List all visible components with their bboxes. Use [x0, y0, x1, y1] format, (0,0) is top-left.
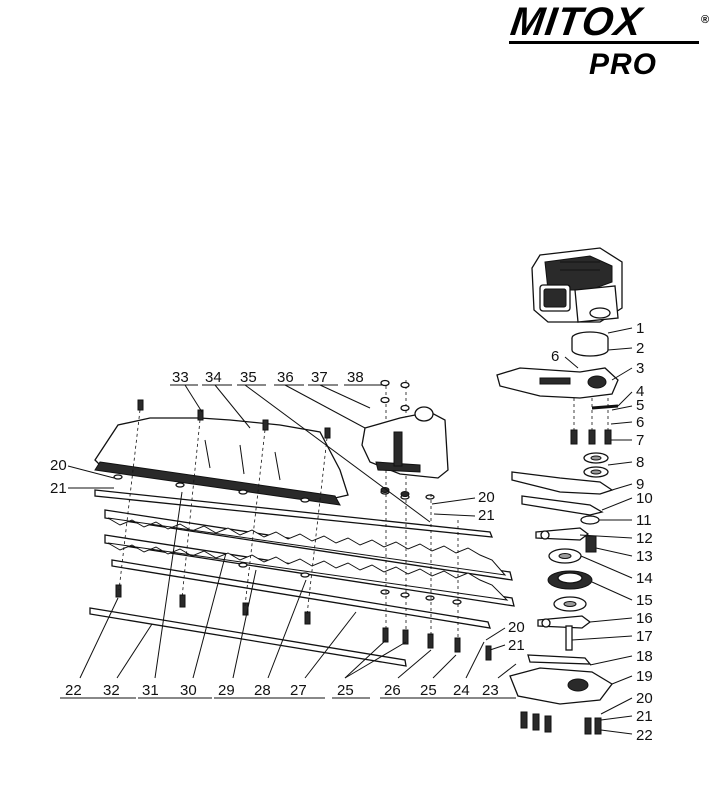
label-part-15: 15	[636, 592, 653, 609]
label-part-17: 17	[636, 628, 653, 645]
label-part-23: 23	[482, 682, 499, 699]
label-part-2: 2	[636, 340, 644, 357]
label-part-16: 16	[636, 610, 653, 627]
logo-underline	[509, 41, 699, 44]
gearbox-parts	[496, 331, 619, 735]
label-part-10: 10	[636, 490, 653, 507]
label-part-35: 35	[240, 369, 257, 386]
brand-sub: PRO	[589, 48, 658, 81]
label-part-25a: 25	[337, 682, 354, 699]
label-part-25b: 25	[420, 682, 437, 699]
engine-assembly	[531, 247, 623, 323]
label-part-19: 19	[636, 668, 653, 685]
label-part-11: 11	[636, 512, 652, 529]
brand-logo: MITOX ® PRO	[505, 0, 715, 86]
label-part-27: 27	[290, 682, 307, 699]
label-part-26: 26	[384, 682, 401, 699]
label-part-32: 32	[103, 682, 120, 699]
label-part-30: 30	[180, 682, 197, 699]
label-part-20-right: 20	[636, 690, 653, 707]
label-part-28: 28	[254, 682, 271, 699]
label-part-33: 33	[172, 369, 189, 386]
label-part-1: 1	[636, 320, 644, 337]
label-part-21-lower: 21	[508, 637, 525, 654]
label-part-14: 14	[636, 570, 653, 587]
label-part-12: 12	[636, 530, 653, 547]
label-part-21-mid: 21	[478, 507, 495, 524]
label-part-7: 7	[636, 432, 644, 449]
part-labels: 1 2 3 4 5 6 6 7 8 9 10 11 12 13 14 15 16…	[50, 320, 653, 744]
label-part-22-right: 22	[636, 727, 653, 744]
label-part-22-bottom: 22	[65, 682, 82, 699]
label-part-6b: 6	[636, 414, 644, 431]
label-part-38: 38	[347, 369, 364, 386]
label-part-34: 34	[205, 369, 222, 386]
label-part-29: 29	[218, 682, 235, 699]
label-part-20-lower: 20	[508, 619, 525, 636]
label-part-21-left: 21	[50, 480, 67, 497]
label-part-36: 36	[277, 369, 294, 386]
label-part-20-left: 20	[50, 457, 67, 474]
label-part-13: 13	[636, 548, 653, 565]
label-part-31: 31	[142, 682, 159, 699]
label-part-18: 18	[636, 648, 653, 665]
label-part-24: 24	[453, 682, 470, 699]
registered-mark: ®	[701, 14, 710, 26]
label-part-4: 4	[636, 383, 644, 400]
label-part-9: 9	[636, 476, 644, 493]
label-part-8: 8	[636, 454, 644, 471]
label-part-6a: 6	[551, 348, 559, 365]
blade-assembly	[89, 379, 515, 667]
label-part-20-mid: 20	[478, 489, 495, 506]
leader-lines	[60, 327, 633, 735]
label-part-3: 3	[636, 360, 644, 377]
label-part-5: 5	[636, 397, 644, 414]
label-part-37: 37	[311, 369, 328, 386]
label-part-21-right: 21	[636, 708, 653, 725]
